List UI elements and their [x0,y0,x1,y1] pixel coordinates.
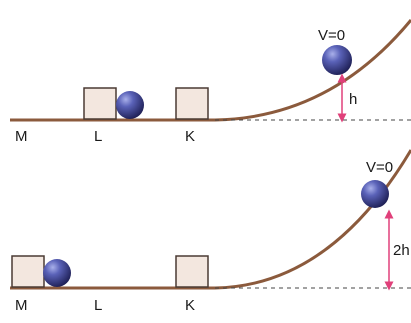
velocity-label-top: V=0 [318,27,345,44]
top-panel: V=0 h M L K [10,19,411,145]
height-label-bottom: 2h [393,242,410,259]
point-label-m-bottom: M [15,297,28,314]
point-label-k-bottom: K [185,297,195,314]
point-label-l-bottom: L [94,297,102,314]
track-top [10,19,411,122]
block-k-top [175,87,209,120]
point-label-k-top: K [185,128,195,145]
ball-ramp-top [322,45,352,75]
ball-m-bottom [43,259,71,287]
point-label-m-top: M [15,128,28,145]
block-m-bottom [11,255,45,288]
velocity-label-bottom: V=0 [366,159,393,176]
height-label-top: h [349,91,357,108]
track-bottom [10,149,411,290]
ball-l-top [116,91,144,119]
ball-ramp-bottom [361,180,389,208]
block-l-top [83,87,117,120]
bottom-panel: V=0 2h M L K [10,149,411,314]
point-label-l-top: L [94,128,102,145]
block-k-bottom [175,255,209,288]
